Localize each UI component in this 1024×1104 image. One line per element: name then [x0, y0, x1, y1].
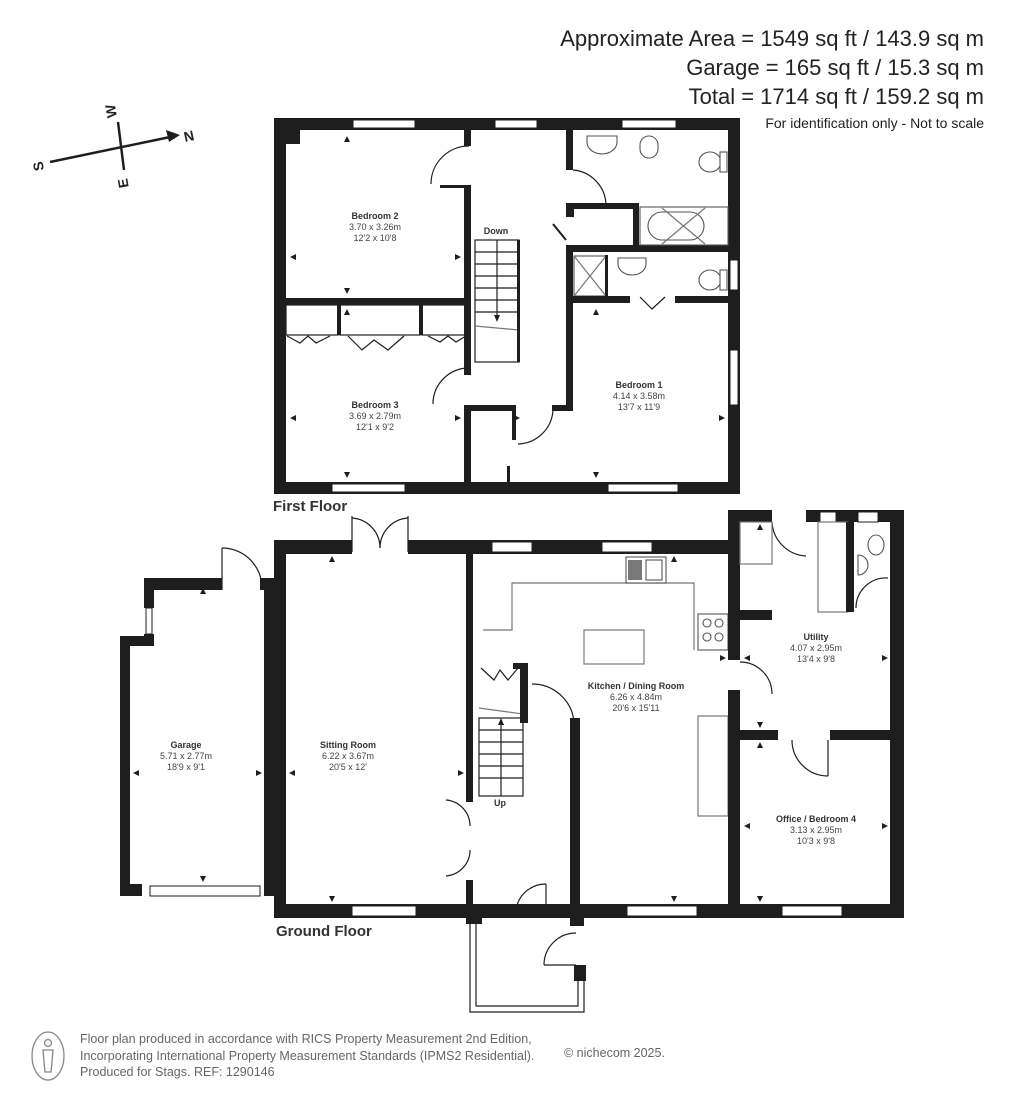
svg-text:3.13 x 2.95m: 3.13 x 2.95m [790, 825, 842, 835]
room-label-bedroom-1: Bedroom 1 4.14 x 3.58m 13'7 x 11'9 [613, 380, 665, 412]
svg-text:Garage: Garage [170, 740, 201, 750]
ensuite-basin-icon [617, 257, 647, 276]
compass-icon: N S E W [30, 103, 196, 190]
svg-text:13'4 x 9'8: 13'4 x 9'8 [797, 654, 835, 664]
room-label-office-bedroom-4: Office / Bedroom 4 3.13 x 2.95m 10'3 x 9… [776, 814, 856, 846]
room-label-garage: Garage 5.71 x 2.77m 18'9 x 9'1 [160, 740, 212, 772]
svg-text:20'6 x 15'11: 20'6 x 15'11 [612, 703, 659, 713]
sink-icon [628, 559, 663, 581]
footer-line-3: Produced for Stags. REF: 1290146 [80, 1065, 275, 1080]
svg-text:6.22 x 3.67m: 6.22 x 3.67m [322, 751, 374, 761]
ground-floor-label: Ground Floor [276, 923, 372, 940]
stairs-down-label: Down [484, 226, 509, 236]
svg-text:4.07 x 2.95m: 4.07 x 2.95m [790, 643, 842, 653]
compass-e: E [114, 177, 131, 189]
total-area: Total = 1714 sq ft / 159.2 sq m [688, 84, 984, 109]
svg-text:18'9 x 9'1: 18'9 x 9'1 [167, 762, 205, 772]
hob-icon [697, 613, 729, 651]
first-floor-plan: Down [273, 118, 740, 515]
svg-text:13'7 x 11'9: 13'7 x 11'9 [618, 402, 660, 412]
basin-icon [586, 135, 618, 155]
room-label-sitting-room: Sitting Room 6.22 x 3.67m 20'5 x 12' [320, 740, 376, 772]
kitchen-island [583, 629, 645, 665]
garage-walls [120, 547, 276, 897]
footer-line-1: Floor plan produced in accordance with R… [80, 1032, 532, 1047]
svg-text:10'3 x 9'8: 10'3 x 9'8 [797, 836, 835, 846]
svg-text:3.69 x 2.79m: 3.69 x 2.79m [349, 411, 401, 421]
svg-text:Bedroom 3: Bedroom 3 [351, 400, 398, 410]
stairs-down: Down [474, 226, 520, 363]
utility-wc-icon [857, 534, 885, 576]
person-measure-icon [31, 1031, 65, 1081]
stairs-up: Up [478, 663, 528, 808]
ensuite-toilet-icon [698, 269, 728, 291]
ground-measure-arrows [133, 524, 888, 902]
bidet-icon [639, 135, 659, 159]
stairs-up-label: Up [494, 798, 506, 808]
measure-arrows [290, 136, 725, 478]
svg-text:12'2 x 10'8: 12'2 x 10'8 [354, 233, 397, 243]
svg-text:Office / Bedroom 4: Office / Bedroom 4 [776, 814, 856, 824]
compass-s: S [30, 160, 47, 172]
svg-text:12'1 x 9'2: 12'1 x 9'2 [356, 422, 394, 432]
svg-text:6.26 x 4.84m: 6.26 x 4.84m [610, 692, 662, 702]
svg-text:Utility: Utility [803, 632, 828, 642]
room-label-kitchen-dining: Kitchen / Dining Room 6.26 x 4.84m 20'6 … [588, 681, 685, 713]
footer-line-2: Incorporating International Property Mea… [80, 1048, 535, 1063]
disclaimer: For identification only - Not to scale [765, 115, 984, 131]
ground-floor-plan: Up [120, 510, 904, 1013]
svg-text:Bedroom 1: Bedroom 1 [615, 380, 662, 390]
approximate-area: Approximate Area = 1549 sq ft / 143.9 sq… [560, 26, 984, 51]
garage-area: Garage = 165 sq ft / 15.3 sq m [686, 55, 984, 80]
svg-text:4.14 x 3.58m: 4.14 x 3.58m [613, 391, 665, 401]
room-label-utility: Utility 4.07 x 2.95m 13'4 x 9'8 [790, 632, 842, 664]
svg-text:Kitchen / Dining Room: Kitchen / Dining Room [588, 681, 685, 691]
toilet-icon [698, 151, 728, 173]
porch [469, 883, 586, 1013]
svg-text:3.70 x 3.26m: 3.70 x 3.26m [349, 222, 401, 232]
svg-text:Bedroom 2: Bedroom 2 [351, 211, 398, 221]
room-label-bedroom-2: Bedroom 2 3.70 x 3.26m 12'2 x 10'8 [349, 211, 401, 243]
copyright: © nichecom 2025. [564, 1046, 665, 1060]
compass-w: W [102, 103, 120, 120]
first-floor-label: First Floor [273, 498, 347, 515]
svg-text:5.71 x 2.77m: 5.71 x 2.77m [160, 751, 212, 761]
footer: Floor plan produced in accordance with R… [30, 1030, 534, 1082]
svg-text:20'5 x 12': 20'5 x 12' [329, 762, 367, 772]
compass-n: N [182, 127, 195, 145]
area-summary: Approximate Area = 1549 sq ft / 143.9 sq… [560, 24, 984, 131]
room-label-bedroom-3: Bedroom 3 3.69 x 2.79m 12'1 x 9'2 [349, 400, 401, 432]
svg-text:Sitting Room: Sitting Room [320, 740, 376, 750]
